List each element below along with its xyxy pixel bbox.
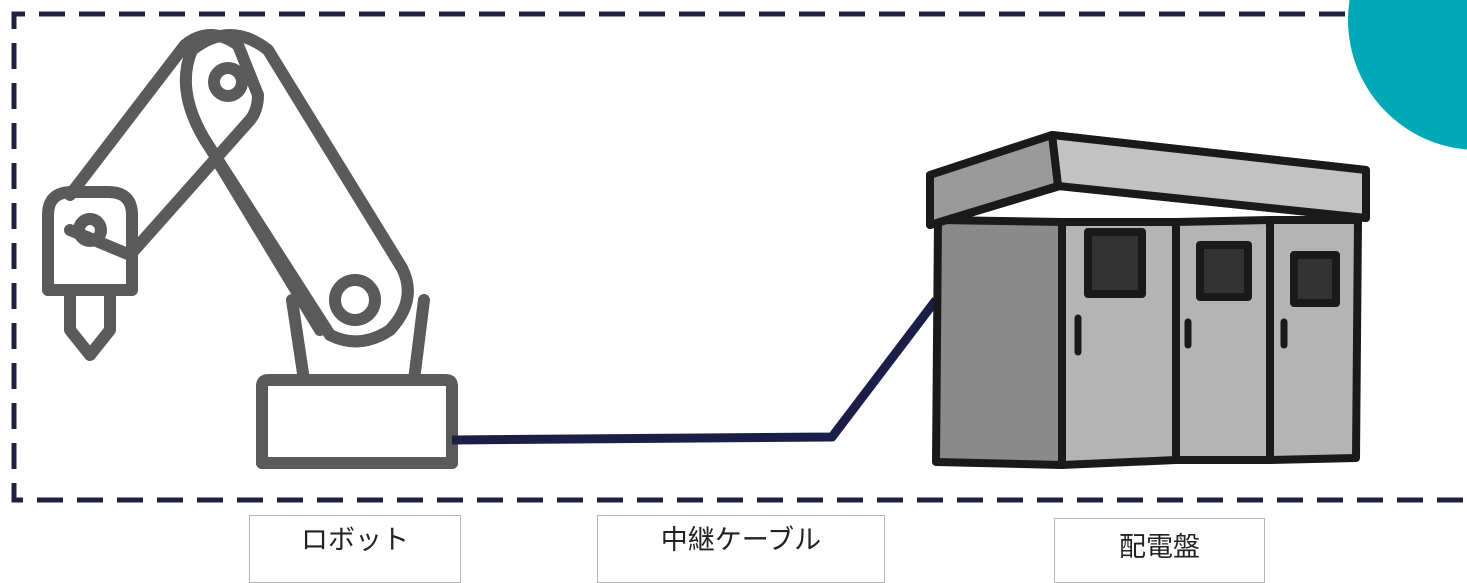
relay-cable-line [451,297,940,445]
electrical-cabinet-icon [926,131,1370,469]
relay-cable-label: 中継ケーブル [597,515,885,583]
system-boundary [11,11,1467,503]
corner-accent-shape [1348,0,1467,150]
robot-label: ロボット [249,515,461,583]
robot-arm-icon [42,29,458,469]
distribution-panel-label: 配電盤 [1054,518,1265,583]
